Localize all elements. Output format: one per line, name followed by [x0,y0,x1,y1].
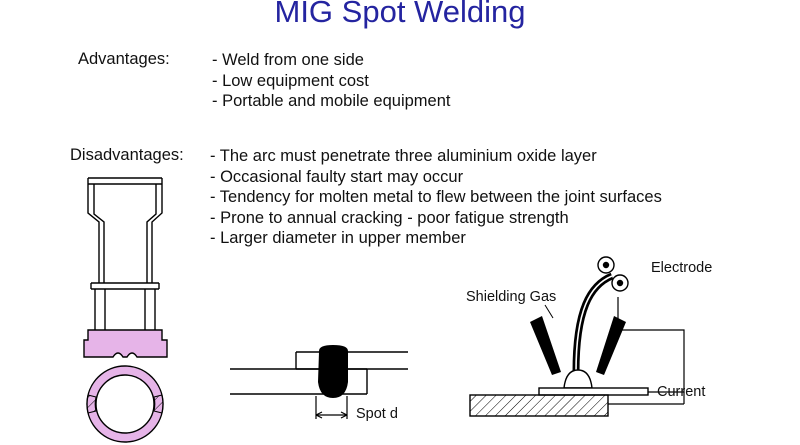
nozzle-ring [86,365,164,443]
upper-plate [538,387,649,396]
electrode-feed-rolls [597,256,629,292]
workpiece [469,394,609,417]
disadvantage-item: - Prone to annual cracking - poor fatigu… [210,208,569,227]
weld-pool [563,369,593,389]
disadvantage-item: - Larger diameter in upper member [210,229,466,247]
advantage-item: - Weld from one side [212,51,364,69]
nozzle-side-view [87,177,163,330]
page-title: MIG Spot Welding [274,0,526,29]
weld-nugget [318,345,349,398]
disadvantage-item: - Tendency for molten metal to flew betw… [210,188,662,206]
advantages-list: - Weld from one side - Low equipment cos… [212,50,450,112]
disadvantages-heading: Disadvantages: [70,146,184,164]
disadvantage-item: - The arc must penetrate three aluminium… [210,147,597,165]
advantage-item: - Portable and mobile equipment [212,92,451,110]
shielding-gas-nozzle-left [530,316,561,375]
shielding-gas-label: Shielding Gas [466,289,557,305]
nozzle-base [83,329,168,358]
spot-dimension [315,396,348,419]
disadvantage-item: - Occasional faulty start may occur [210,167,464,186]
current-label: Current [657,384,706,400]
spot-diameter-label: Spot d [356,406,398,422]
shielding-gas-nozzle-right [596,316,626,375]
advantage-item: - Low equipment cost [212,71,369,90]
disadvantages-list: - The arc must penetrate three aluminium… [210,146,662,249]
advantages-heading: Advantages: [78,50,170,68]
current-circuit [608,297,685,405]
electrode-label: Electrode [651,260,713,276]
